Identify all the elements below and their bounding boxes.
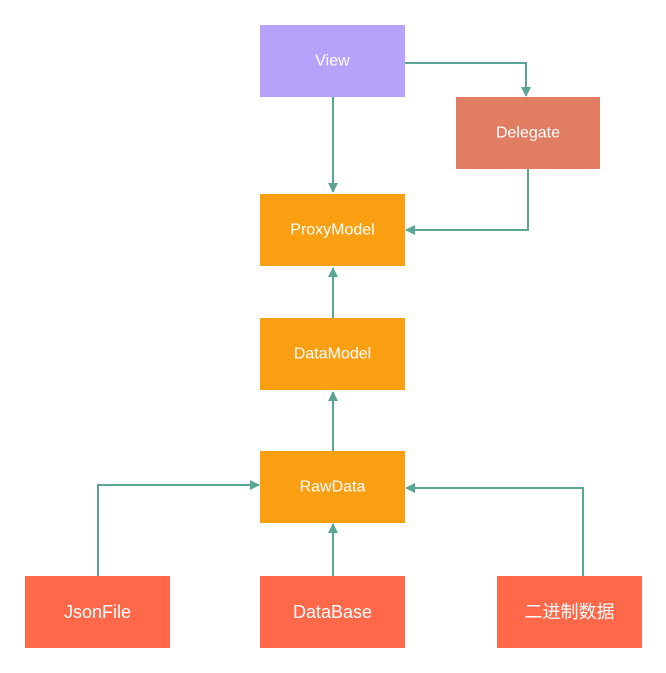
node-database: DataBase <box>260 576 405 648</box>
node-binary-data: 二进制数据 <box>497 576 642 648</box>
node-datamodel-label: DataModel <box>294 346 371 363</box>
node-database-box <box>260 576 405 648</box>
node-view-box <box>260 25 405 97</box>
node-jsonfile: JsonFile <box>25 576 170 648</box>
node-binary-data-label: 二进制数据 <box>525 602 615 622</box>
arrow-binarydata-to-rawdata <box>405 483 584 576</box>
node-proxymodel-box <box>260 194 405 266</box>
node-view: View <box>260 25 405 97</box>
node-jsonfile-label: JsonFile <box>64 602 131 622</box>
node-datamodel: DataModel <box>260 318 405 390</box>
node-datamodel-box <box>260 318 405 390</box>
arrow-view-to-delegate <box>405 62 531 97</box>
node-delegate-box <box>456 97 600 169</box>
node-proxymodel-label: ProxyModel <box>290 222 374 239</box>
arrow-jsonfile-to-rawdata <box>97 480 260 576</box>
node-delegate-label: Delegate <box>496 125 560 142</box>
node-rawdata-label: RawData <box>300 479 366 496</box>
node-rawdata: RawData <box>260 451 405 523</box>
node-jsonfile-box <box>25 576 170 648</box>
node-delegate: Delegate <box>456 97 600 169</box>
node-proxymodel: ProxyModel <box>260 194 405 266</box>
node-rawdata-box <box>260 451 405 523</box>
arrow-delegate-to-proxymodel <box>405 169 529 235</box>
node-view-label: View <box>315 53 350 70</box>
node-binary-data-box <box>497 576 642 648</box>
node-database-label: DataBase <box>293 602 372 622</box>
